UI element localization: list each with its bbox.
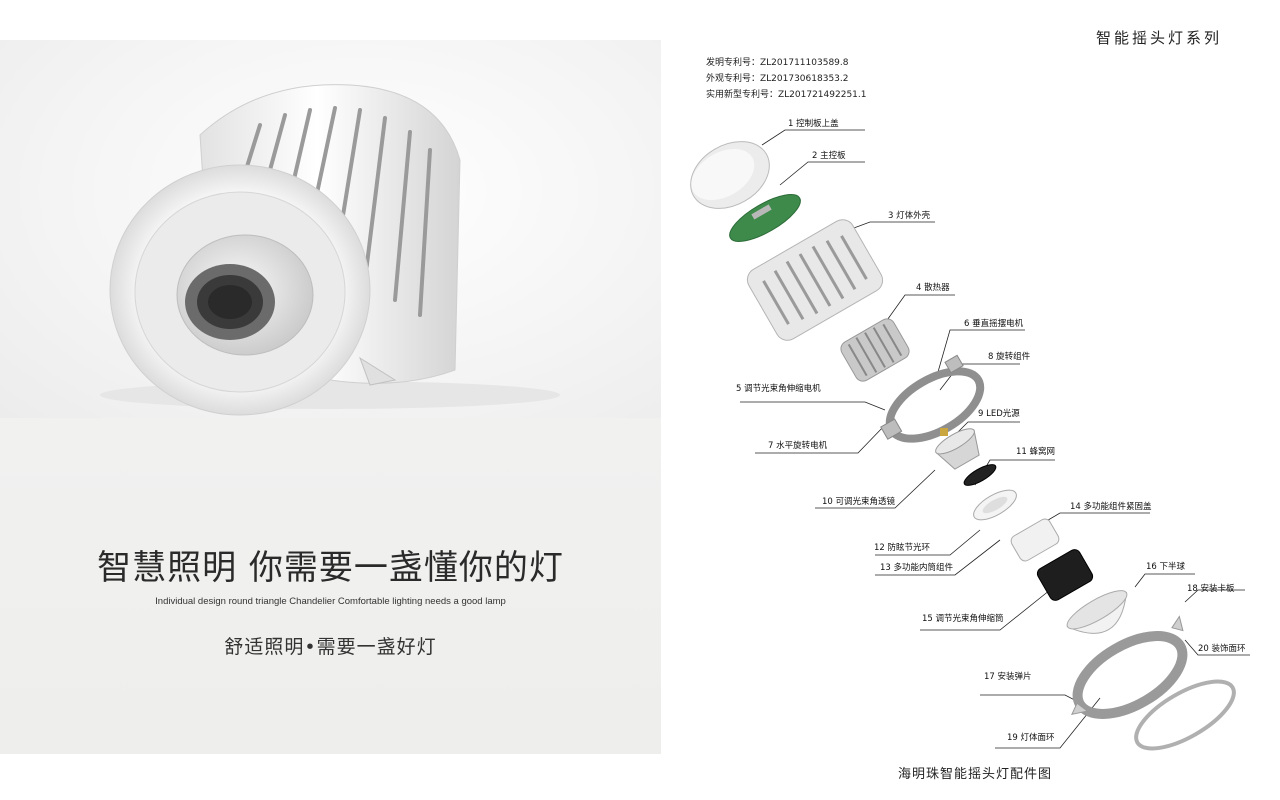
exploded-parts-diagram: 1 控制板上盖 2 主控板 3 灯体外壳 4 散热器 6 垂直摇摆电机 8 旋转… <box>670 100 1280 782</box>
part-label-12: 12 防眩节光环 <box>874 543 931 553</box>
part-label-20: 20 装饰面环 <box>1198 644 1246 654</box>
exploded-view-drawing <box>690 129 1250 751</box>
part-label-14: 14 多功能组件紧固盖 <box>1070 502 1152 512</box>
part-label-2: 2 主控板 <box>812 151 846 161</box>
downlight-illustration <box>100 84 560 416</box>
part-label-17: 17 安装弹片 <box>984 672 1032 682</box>
slogan-english: Individual design round triangle Chandel… <box>155 596 506 607</box>
patent-utility: 实用新型专利号：ZL201721492251.1 <box>706 90 867 100</box>
product-showcase-panel: 智慧照明 你需要一盏懂你的灯 Individual design round t… <box>0 40 661 754</box>
part-label-16: 16 下半球 <box>1146 562 1186 572</box>
slogan-heading: 智慧照明 你需要一盏懂你的灯 <box>97 548 564 588</box>
part-label-4: 4 散热器 <box>916 283 950 293</box>
part-label-7: 7 水平旋转电机 <box>768 441 828 451</box>
part-label-11: 11 蜂窝网 <box>1016 447 1056 457</box>
patent-invention: 发明专利号：ZL201711103589.8 <box>706 58 849 68</box>
part-label-8: 8 旋转组件 <box>988 352 1031 362</box>
part-label-9: 9 LED光源 <box>978 409 1020 419</box>
series-title: 智能摇头灯系列 <box>1096 29 1223 47</box>
patent-design: 外观专利号：ZL201730618353.2 <box>706 74 849 84</box>
diagram-caption: 海明珠智能摇头灯配件图 <box>897 767 1052 782</box>
part-label-3: 3 灯体外壳 <box>888 211 931 221</box>
part-label-6: 6 垂直摇摆电机 <box>964 319 1024 329</box>
slogan-subheading: 舒适照明•需要一盏好灯 <box>224 636 437 658</box>
part-label-1: 1 控制板上盖 <box>788 119 839 129</box>
part-label-5: 5 调节光束角伸缩电机 <box>736 384 821 394</box>
part-label-10: 10 可调光束角透镜 <box>822 497 896 507</box>
part-label-19: 19 灯体面环 <box>1007 733 1055 743</box>
part-label-15: 15 调节光束角伸缩筒 <box>922 614 1004 624</box>
part-label-18: 18 安装卡板 <box>1187 584 1235 594</box>
patent-list: 发明专利号：ZL201711103589.8 外观专利号：ZL201730618… <box>706 55 866 103</box>
part-label-13: 13 多功能内筒组件 <box>880 563 954 573</box>
product-photo <box>0 40 661 418</box>
